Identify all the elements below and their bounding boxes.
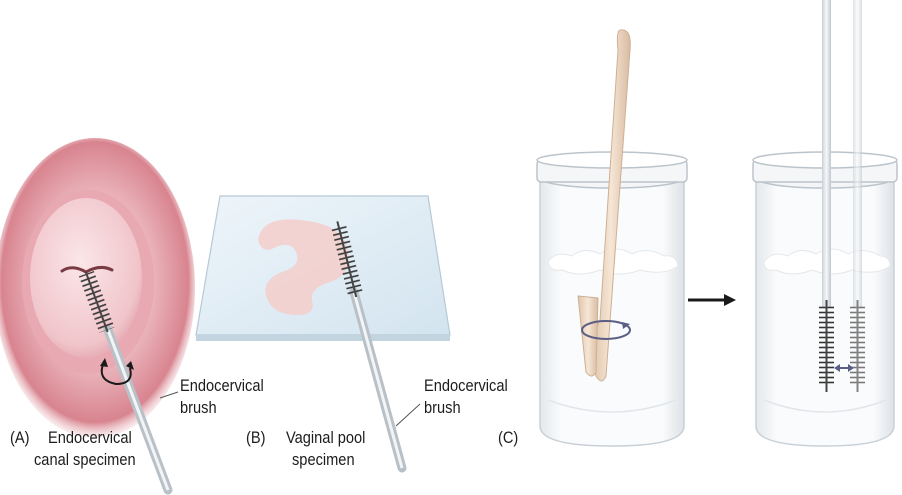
panel-b-tool-label-line2: brush	[424, 398, 461, 418]
panel-c	[537, 0, 897, 446]
panel-a-tool-label-line1: Endocervical	[180, 376, 264, 396]
panel-a-caption-line1: Endocervical	[48, 428, 132, 448]
panel-b-tool-label-line1: Endocervical	[424, 376, 508, 396]
panel-b-caption-line1: Vaginal pool	[286, 428, 365, 448]
panel-b-letter: (B)	[246, 428, 265, 448]
panel-b-caption-line2: specimen	[292, 450, 355, 470]
right-arrow-icon	[688, 294, 736, 306]
leader-line-b	[396, 404, 420, 426]
vial-spatula	[537, 30, 687, 446]
panel-a-tool-label-line2: brush	[180, 398, 217, 418]
brush-c-head-1	[819, 300, 834, 392]
panel-c-letter: (C)	[498, 428, 518, 448]
brush-rod-1	[822, 0, 831, 308]
panel-a-caption-line2: canal specimen	[34, 450, 136, 470]
brush-rod-2-ghost	[853, 0, 862, 308]
panel-a-letter: (A)	[10, 428, 29, 448]
vial-brushes	[753, 0, 897, 446]
brush-c-head-2	[850, 300, 865, 392]
